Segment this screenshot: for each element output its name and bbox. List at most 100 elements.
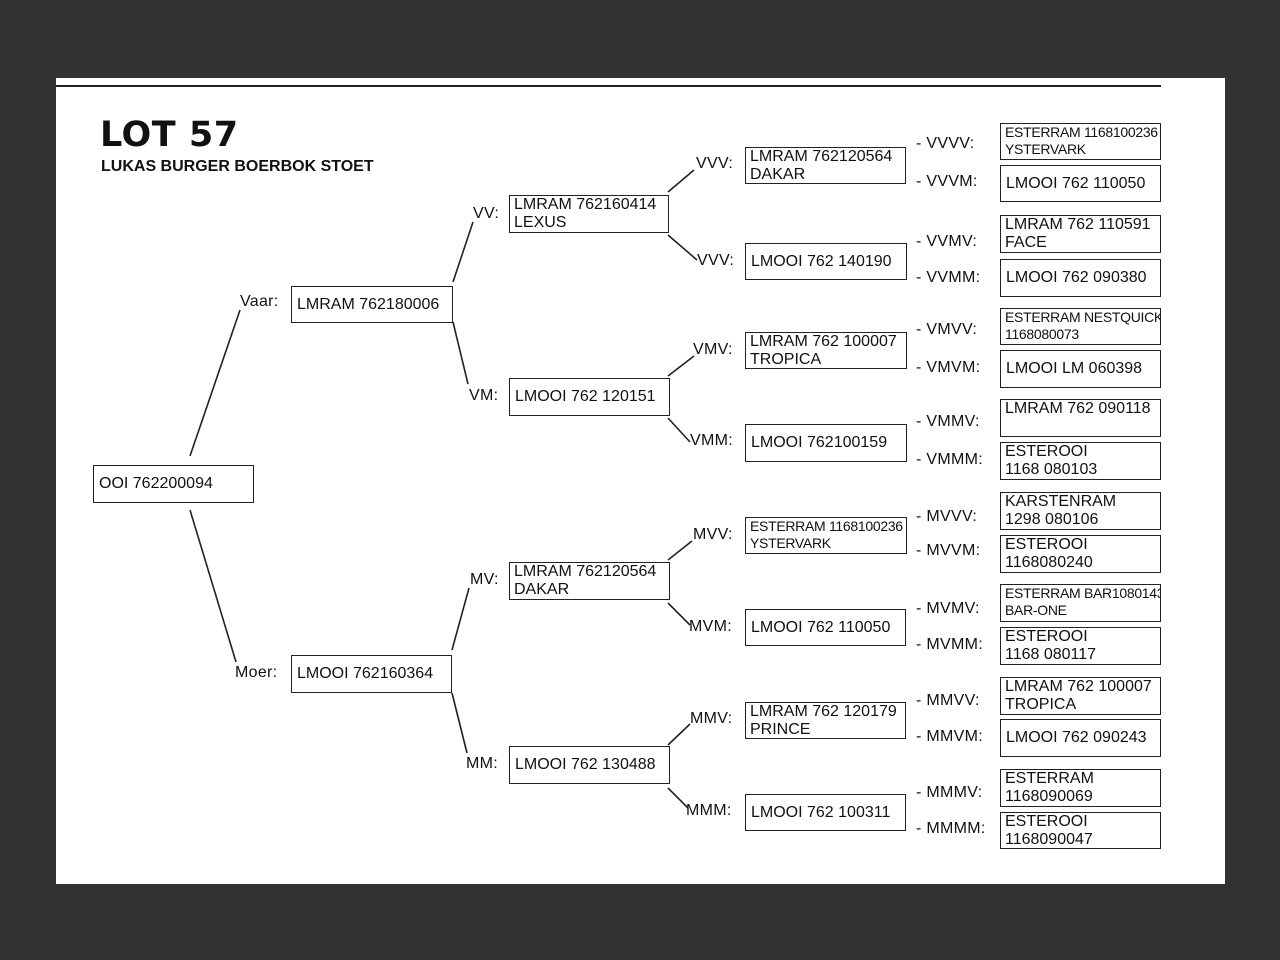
header-rule <box>56 85 1161 87</box>
root-animal-box: OOI 762200094 <box>93 465 254 503</box>
mmm-label: MMM: <box>686 802 732 819</box>
vvvv-box: ESTERRAM 1168100236 YSTERVARK <box>1000 123 1161 160</box>
vmmv-label: - VMMV: <box>916 413 980 430</box>
vmvv-box: ESTERRAM NESTQUICK 1168080073 <box>1000 308 1161 345</box>
dam-label: Moer: <box>235 664 278 681</box>
mvm-tag: LMOOI 762 110050 <box>751 618 891 636</box>
mvvm-box: ESTEROOI 1168080240 <box>1000 535 1161 573</box>
vmv-box: LMRAM 762 100007 TROPICA <box>745 332 907 369</box>
mmmm-line1: ESTEROOI <box>1005 813 1088 830</box>
vmmm-box: ESTEROOI 1168 080103 <box>1000 442 1161 480</box>
mmvv-line2: TROPICA <box>1005 696 1077 713</box>
connector-line <box>189 309 241 457</box>
mm-label: MM: <box>466 755 499 772</box>
mmv-tag: LMRAM 762 120179 <box>750 703 897 720</box>
connector-line <box>667 355 695 377</box>
connector-line <box>451 692 468 754</box>
mv-name: DAKAR <box>514 581 570 598</box>
vmmv-line1: LMRAM 762 090118 <box>1005 400 1151 417</box>
vmm-box: LMOOI 762100159 <box>745 424 907 462</box>
root-tag: OOI 762200094 <box>99 475 213 492</box>
vvm-tag: LMOOI 762 140190 <box>751 252 892 270</box>
mv-label: MV: <box>470 571 499 588</box>
vmmm-line2: 1168 080103 <box>1005 461 1098 478</box>
mmvv-label: - MMVV: <box>916 692 980 709</box>
mmmv-box: ESTERRAM 1168090069 <box>1000 769 1161 807</box>
mvvm-line1: ESTEROOI <box>1005 536 1088 553</box>
connector-line <box>667 540 693 561</box>
vvmm-line1: LMOOI 762 090380 <box>1006 269 1147 286</box>
mvv-label: MVV: <box>693 526 733 543</box>
mvmv-line1: ESTERRAM BAR1080143 <box>1005 585 1161 601</box>
vmm-tag: LMOOI 762100159 <box>751 434 888 451</box>
sire-label: Vaar: <box>240 293 279 310</box>
mvmv-box: ESTERRAM BAR1080143 BAR-ONE <box>1000 584 1161 622</box>
vvmv-line1: LMRAM 762 110591 <box>1005 216 1151 233</box>
vvvv-label: - VVVV: <box>916 135 975 152</box>
mmv-name: PRINCE <box>750 721 811 738</box>
mvm-box: LMOOI 762 110050 <box>745 609 906 646</box>
vmv-name: TROPICA <box>750 351 822 368</box>
mmm-tag: LMOOI 762 100311 <box>751 803 891 821</box>
vmvv-line2: 1168080073 <box>1005 326 1079 342</box>
vm-tag: LMOOI 762 120151 <box>515 388 656 405</box>
mvm-label: MVM: <box>689 618 732 635</box>
mmvm-line1: LMOOI 762 090243 <box>1006 729 1147 746</box>
connector-line <box>451 587 470 651</box>
vvvm-line1: LMOOI 762 110050 <box>1006 174 1146 192</box>
lot-title: LOT 57 <box>100 115 239 155</box>
mmvv-box: LMRAM 762 100007 TROPICA <box>1000 677 1161 715</box>
connector-line <box>667 602 691 626</box>
mvv-tag: ESTERRAM 1168100236 <box>750 518 903 534</box>
sire-box: LMRAM 762180006 <box>291 286 453 323</box>
vmmm-label: - VMMM: <box>916 451 983 468</box>
mvvm-label: - MVVM: <box>916 542 981 559</box>
mmmm-line2: 1168090047 <box>1005 831 1093 848</box>
vvmv-line2: FACE <box>1005 234 1047 251</box>
connector-line <box>667 169 695 193</box>
mvmv-label: - MVMV: <box>916 600 980 617</box>
mmvm-label: - MMVM: <box>916 728 983 745</box>
vvv-box: LMRAM 762120564 DAKAR <box>745 147 906 184</box>
vvm-box: LMOOI 762 140190 <box>745 243 907 280</box>
mmmv-line2: 1168090069 <box>1005 788 1093 805</box>
connector-line <box>452 321 469 385</box>
vvmm-label: - VVMM: <box>916 269 981 286</box>
vvvm-label: - VVVM: <box>916 173 978 190</box>
mvv-box: ESTERRAM 1168100236 YSTERVARK <box>745 517 907 554</box>
mvmv-line2: BAR-ONE <box>1005 602 1067 618</box>
mv-tag: LMRAM 762120564 <box>514 563 657 580</box>
vmvv-label: - VMVV: <box>916 321 978 338</box>
vmvm-label: - VMVM: <box>916 359 981 376</box>
mv-box: LMRAM 762120564 DAKAR <box>509 562 670 600</box>
vmm-label: VMM: <box>690 432 733 449</box>
vvmm-box: LMOOI 762 090380 <box>1000 259 1161 297</box>
mmmv-line1: ESTERRAM <box>1005 770 1094 787</box>
mmv-box: LMRAM 762 120179 PRINCE <box>745 702 906 739</box>
vvvv-line1: ESTERRAM 1168100236 <box>1005 124 1158 140</box>
vvvv-line2: YSTERVARK <box>1005 141 1086 157</box>
connector-line <box>189 509 237 663</box>
vmvv-line1: ESTERRAM NESTQUICK <box>1005 309 1161 325</box>
mmmv-label: - MMMV: <box>916 784 983 801</box>
vv-box: LMRAM 762160414 LEXUS <box>509 195 669 233</box>
vvmv-box: LMRAM 762 110591 FACE <box>1000 215 1161 253</box>
dam-box: LMOOI 762160364 <box>291 655 452 693</box>
mmvv-line1: LMRAM 762 100007 <box>1005 678 1152 695</box>
mvmm-line2: 1168 080117 <box>1005 646 1097 663</box>
mmm-box: LMOOI 762 100311 <box>745 794 906 831</box>
vmv-tag: LMRAM 762 100007 <box>750 333 897 350</box>
vmmv-box: LMRAM 762 090118 <box>1000 399 1161 437</box>
vvvm-box: LMOOI 762 110050 <box>1000 165 1161 202</box>
mvvv-label: - MVVV: <box>916 508 978 525</box>
connector-line <box>667 234 698 261</box>
mm-tag: LMOOI 762 130488 <box>515 756 656 773</box>
mmmm-box: ESTEROOI 1168090047 <box>1000 812 1161 849</box>
vmv-label: VMV: <box>693 341 733 358</box>
mvmm-box: ESTEROOI 1168 080117 <box>1000 627 1161 665</box>
connector-line <box>667 723 691 746</box>
mvvv-box: KARSTENRAM 1298 080106 <box>1000 492 1161 530</box>
mvmm-label: - MVMM: <box>916 636 983 653</box>
mvv-name: YSTERVARK <box>750 535 831 551</box>
